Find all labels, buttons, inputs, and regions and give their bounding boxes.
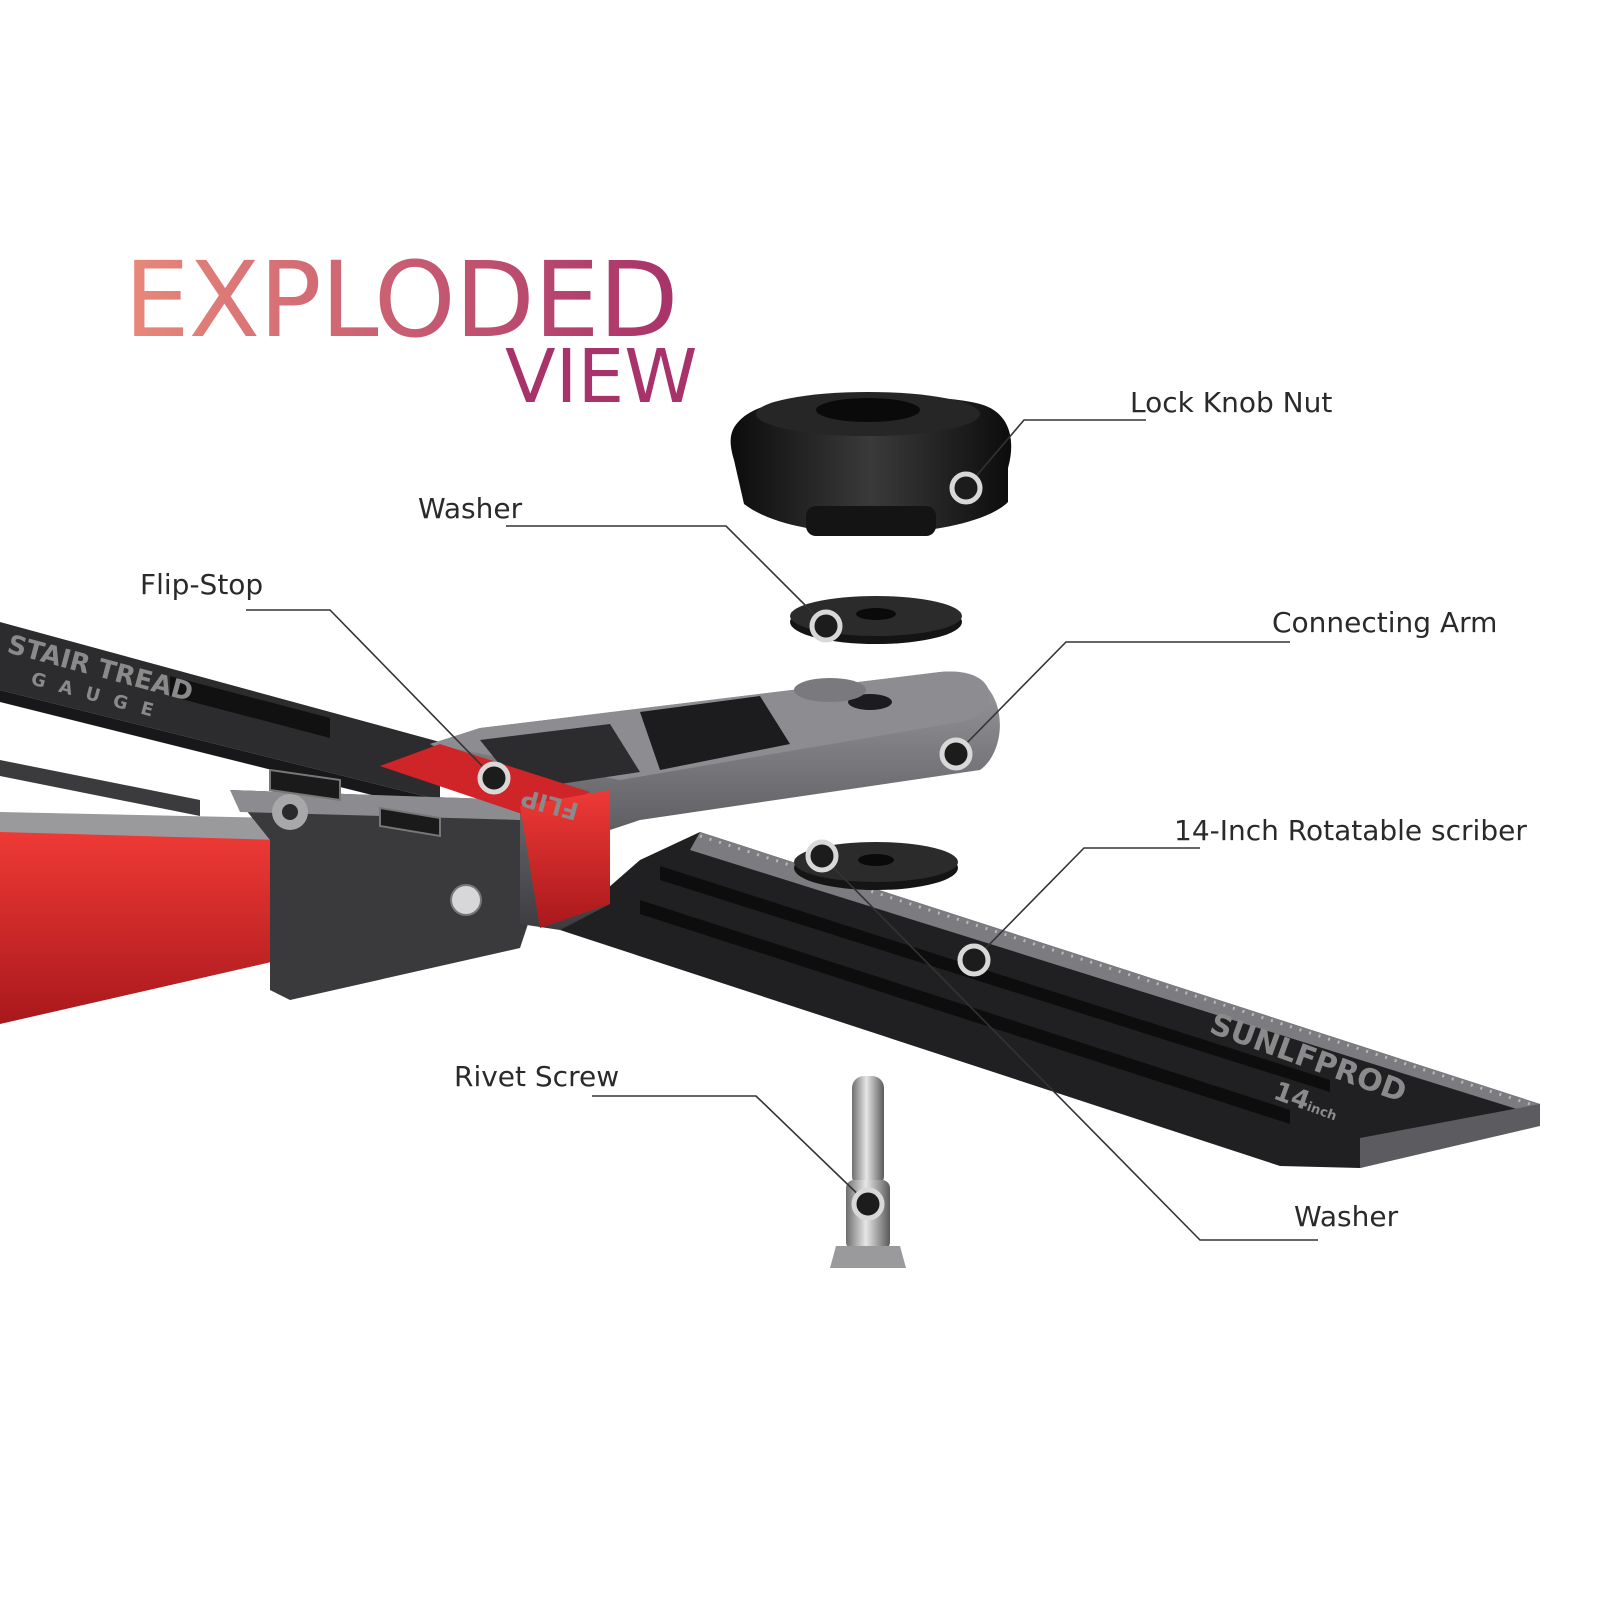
lock-knob-nut-part bbox=[730, 392, 1012, 536]
marker-rivet-screw bbox=[851, 1187, 885, 1221]
gauge-main-body bbox=[0, 622, 528, 1024]
marker-washer-top bbox=[809, 609, 843, 643]
gauge-red-bar bbox=[0, 830, 280, 1024]
leader-washer-top bbox=[506, 525, 827, 627]
label-flip-stop: Flip-Stop bbox=[140, 568, 263, 601]
scriber-bar: SUNLFPROD 14 inch bbox=[560, 832, 1540, 1168]
leader-rivet-screw bbox=[592, 1095, 869, 1205]
marker-lock-knob-nut bbox=[949, 471, 983, 505]
marker-flip-stop bbox=[477, 761, 511, 795]
rivet-screw-part bbox=[830, 1076, 906, 1268]
leader-connecting-arm bbox=[955, 641, 1290, 755]
marker-washer-bottom bbox=[805, 839, 839, 873]
leader-washer-bottom bbox=[821, 855, 1318, 1241]
marker-connecting-arm bbox=[939, 737, 973, 771]
leader-lines bbox=[246, 419, 1318, 1241]
leader-lock-knob-nut bbox=[965, 419, 1146, 489]
callout-labels: Lock Knob Nut Washer Flip-Stop Connectin… bbox=[140, 386, 1527, 1233]
title-line-1: EXPLODED bbox=[124, 239, 678, 361]
label-rivet-screw: Rivet Screw bbox=[454, 1060, 619, 1093]
callout-markers bbox=[477, 471, 991, 1221]
label-washer-bottom: Washer bbox=[1294, 1200, 1399, 1233]
gauge-hub-block bbox=[230, 790, 528, 1000]
leader-flip-stop bbox=[246, 609, 495, 779]
leader-scriber bbox=[973, 847, 1200, 961]
title-block: EXPLODED VIEW bbox=[124, 239, 697, 420]
label-connecting-arm: Connecting Arm bbox=[1272, 606, 1497, 639]
marker-scriber bbox=[957, 943, 991, 977]
label-scriber: 14-Inch Rotatable scriber bbox=[1174, 814, 1527, 847]
gauge-upper-beam bbox=[0, 622, 440, 800]
label-lock-knob-nut: Lock Knob Nut bbox=[1130, 386, 1332, 419]
label-washer-top: Washer bbox=[418, 492, 523, 525]
hub-side-pin bbox=[450, 884, 482, 916]
title-line-2: VIEW bbox=[505, 334, 697, 420]
